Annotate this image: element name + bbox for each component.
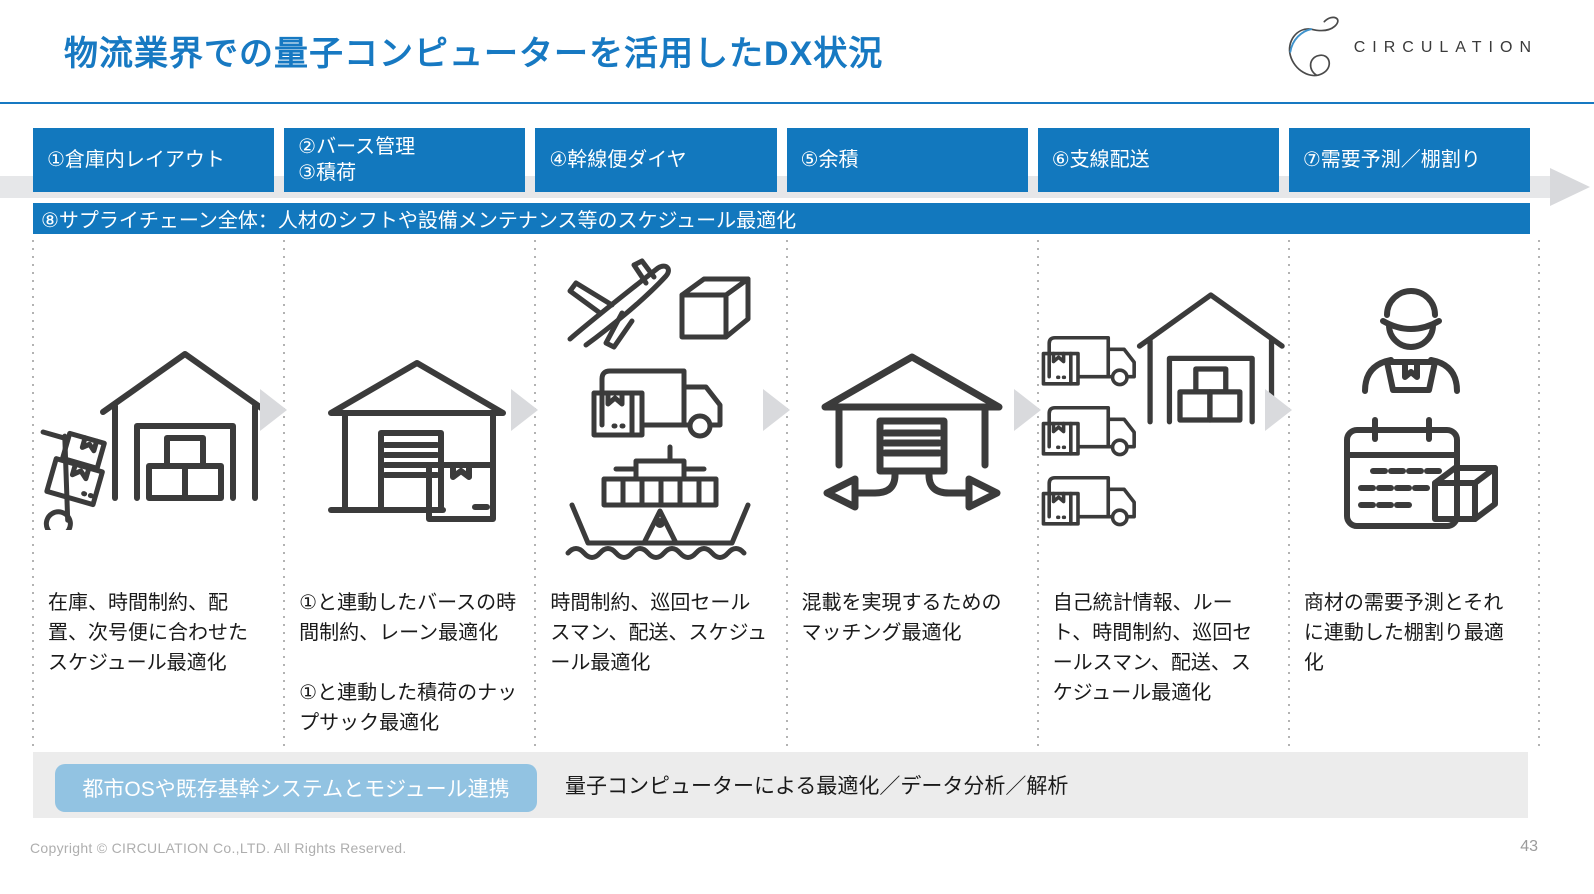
chevron-right-icon [260,389,288,431]
hand-truck-icon [40,429,107,530]
chevron-right-icon [511,389,539,431]
flow-arrow-icon [1550,168,1590,206]
cross-dock-warehouse-icon [821,353,1003,511]
warehouse-and-handtruck-icon [40,351,270,530]
logo-wordmark: CIRCULATION [1353,39,1538,56]
detail-columns: 在庫、時間制約、配置、次号便に合わせたスケジュール最適化 ①と連動したバースの時… [31,240,1540,748]
column-demand-forecast: 商材の需要予測とそれに連動した棚割り最適化 [1287,240,1540,748]
airplane-parcel-icon [567,258,751,350]
air-truck-ship-icon [565,258,751,560]
column-description: 在庫、時間制約、配置、次号便に合わせたスケジュール最適化 [48,592,248,674]
step-box-6: ⑦需要予測／棚割り [1288,128,1531,192]
trucks-to-warehouse-icon [1041,292,1285,527]
column-consolidation: 混載を実現するためのマッチング最適化 [785,240,1038,748]
quantum-optimization-label: 量子コンピューターによる最適化／データ分析／解析 [565,775,1069,798]
supply-chain-bar: ⑧サプライチェーン全体：人材のシフトや設備メンテナンス等のスケジュール最適化 [33,203,1530,234]
warehouse-shutter-box-icon [327,360,506,522]
column-description: 商材の需要予測とそれに連動した棚割り最適化 [1303,592,1504,674]
step-box-3: ④幹線便ダイヤ [535,128,777,192]
column-branch-delivery: 自己統計情報、ルート、時間制約、巡回セールスマン、配送、スケジュール最適化 [1036,240,1289,748]
calendar-parcel-icon [1344,417,1499,529]
delivery-person-icon [1362,288,1461,394]
container-ship-icon [565,444,751,560]
warehouse-boxes-icon [99,351,270,501]
step-box-1: ①倉庫内レイアウト [33,128,275,192]
company-logo: CIRCULATION [1280,8,1538,88]
page-number: 43 [1520,838,1538,855]
chevron-right-icon [1264,389,1292,431]
title-divider [0,102,1594,104]
column-description: ①と連動したバースの時間制約、レーン最適化 ①と連動した積荷のナップサック最適化 [299,592,518,734]
column-warehouse-layout: 在庫、時間制約、配置、次号便に合わせたスケジュール最適化 [31,240,284,748]
chevron-right-icon [1013,389,1041,431]
step-box-5: ⑥支線配送 [1037,128,1279,192]
module-link-box: 都市OSや既存基幹システムとモジュール連携 [55,764,537,812]
foundation-band: 都市OSや既存基幹システムとモジュール連携 量子コンピューターによる最適化／デー… [33,752,1528,818]
step-box-2: ②バース管理 ③積荷 [284,128,526,192]
page-title: 物流業界での量子コンピューターを活用したDX状況 [64,35,884,73]
column-trunk-line: 時間制約、巡回セールスマン、配送、スケジュール最適化 [534,240,786,748]
warehouse-boxes-icon [1137,292,1285,425]
column-description: 自己統計情報、ルート、時間制約、巡回セールスマン、配送、スケジュール最適化 [1052,592,1253,704]
chevron-right-icon [762,389,790,431]
person-calendar-icon [1344,288,1499,529]
step-box-4: ⑤余積 [786,128,1028,192]
column-description: 時間制約、巡回セールスマン、配送、スケジュール最適化 [550,592,768,674]
copyright-text: Copyright © CIRCULATION Co.,LTD. All Rig… [30,840,407,856]
circulation-c-icon [1288,16,1339,77]
truck-parcel-icon [591,368,723,439]
column-berth-cargo: ①と連動したバースの時間制約、レーン最適化 ①と連動した積荷のナップサック最適化 [283,240,535,748]
column-description: 混載を実現するためのマッチング最適化 [801,592,1002,644]
process-steps-row: ①倉庫内レイアウト ②バース管理 ③積荷 ④幹線便ダイヤ ⑤余積 ⑥支線配送 ⑦… [33,128,1531,192]
